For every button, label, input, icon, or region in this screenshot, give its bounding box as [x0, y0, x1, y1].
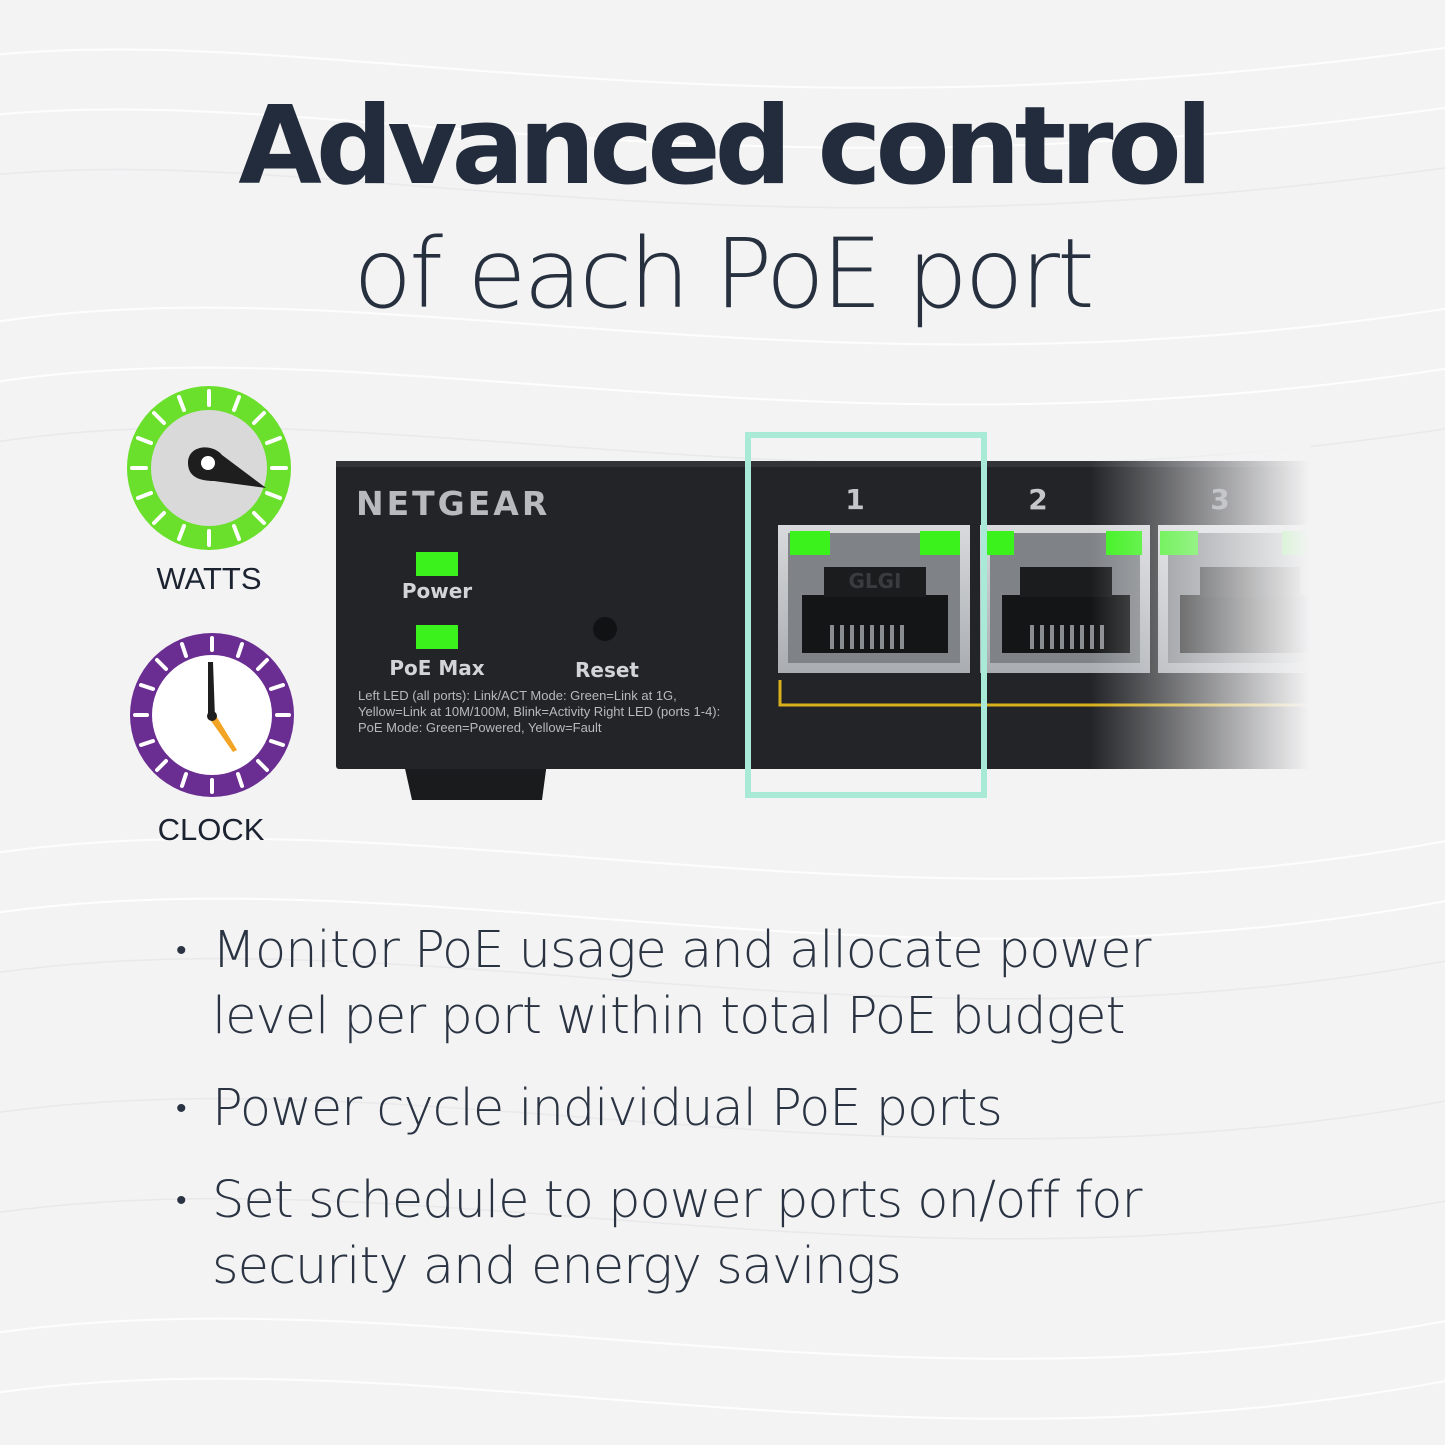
feature-line: level per port within total PoE budget	[212, 987, 1126, 1046]
power-led	[416, 552, 458, 576]
bullet-dot-icon: •	[176, 933, 186, 968]
feature-item: • Power cycle individual PoE ports	[168, 1076, 1348, 1142]
clock-label: CLOCK	[157, 812, 265, 847]
led-legend-line-2: Yellow=Link at 10M/100M, Blink=Activity …	[358, 704, 720, 719]
led-legend-line-1: Left LED (all ports): Link/ACT Mode: Gre…	[358, 688, 677, 703]
reset-hole	[593, 617, 617, 641]
network-switch-image: NETGEAR Power PoE Max Reset 1 2 3 GLGI L…	[336, 425, 1310, 815]
poe-max-led	[416, 625, 458, 649]
feature-item: • Set schedule to power ports on/off for…	[168, 1168, 1348, 1300]
clock-icon	[130, 633, 294, 797]
headline: Advanced control	[238, 84, 1212, 209]
subheadline: of each PoE port	[353, 218, 1094, 330]
port-number-2: 2	[1028, 483, 1047, 516]
feature-line: security and energy savings	[212, 1237, 902, 1296]
watts-label: WATTS	[156, 561, 262, 596]
port-number-3: 3	[1210, 483, 1229, 516]
feature-line: Set schedule to power ports on/off for	[212, 1171, 1142, 1230]
reset-label: Reset	[575, 658, 639, 682]
feature-line: Monitor PoE usage and allocate power	[212, 921, 1151, 980]
led-legend-line-3: PoE Mode: Green=Powered, Yellow=Fault	[358, 720, 602, 735]
feature-list: • Monitor PoE usage and allocate power l…	[168, 918, 1348, 1326]
jack-mark: GLGI	[848, 569, 901, 593]
power-led-label: Power	[402, 579, 472, 603]
port-1-highlight	[745, 432, 987, 798]
bullet-dot-icon: •	[176, 1091, 186, 1126]
poe-max-led-label: PoE Max	[389, 656, 484, 680]
feature-line: Power cycle individual PoE ports	[212, 1079, 1003, 1138]
port-number-1: 1	[845, 483, 864, 516]
port-1-jack	[778, 525, 970, 673]
speedometer-icon	[127, 386, 291, 550]
brand-logo: NETGEAR	[356, 484, 550, 523]
bullet-dot-icon: •	[176, 1183, 186, 1218]
feature-item: • Monitor PoE usage and allocate power l…	[168, 918, 1348, 1050]
